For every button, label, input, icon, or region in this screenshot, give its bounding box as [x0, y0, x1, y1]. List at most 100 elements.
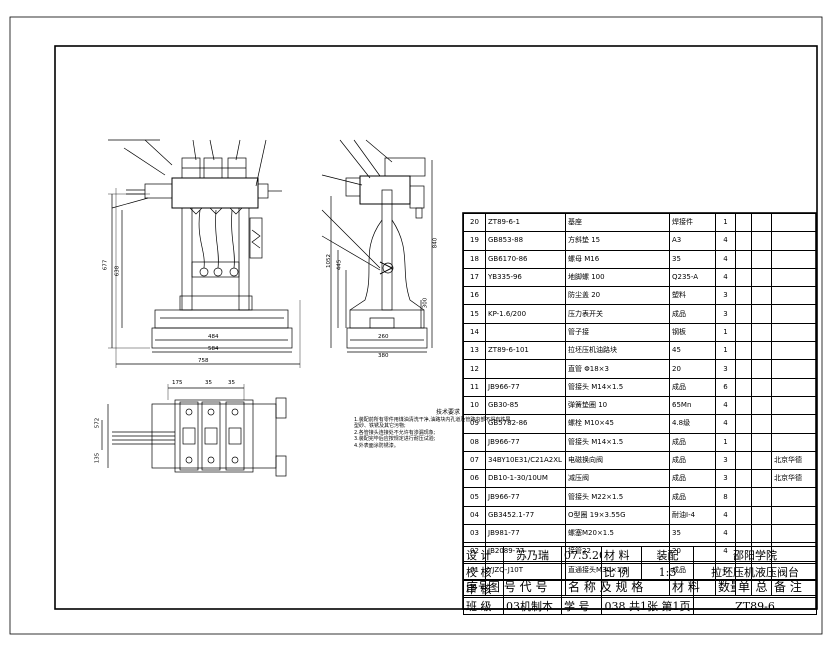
bom-cell-code: GB6170-86	[485, 249, 566, 269]
bom-cell-name: 电磁换向阀	[565, 450, 670, 471]
bom-cell-remark	[771, 377, 817, 397]
bom-cell-material: 成品	[669, 304, 716, 324]
dim-side-height-4: 1052	[326, 254, 332, 268]
dim-front-width-2: 584	[208, 346, 219, 352]
bom-cell-qty: 4	[715, 249, 736, 269]
dim-plan-d1: 175	[172, 380, 183, 386]
bom-cell-material: 35	[669, 524, 716, 544]
scale-value: 1:5	[641, 563, 694, 581]
class-label: 班 级	[463, 597, 504, 615]
drawing-number: ZT89-6	[693, 597, 817, 615]
bom-cell-unit	[735, 267, 752, 288]
bom-cell-qty: 3	[715, 469, 736, 489]
bom-cell-material: 成品	[669, 450, 716, 471]
bom-cell-no: 13	[463, 341, 486, 361]
material-label: 材 料	[601, 546, 642, 564]
front-view	[108, 139, 301, 368]
bom-cell-qty: 4	[715, 414, 736, 434]
bom-cell-qty: 3	[715, 286, 736, 306]
designer-name: 苏乃瑞	[503, 546, 562, 564]
bom-cell-name: 地脚螺 100	[565, 267, 670, 288]
bom-cell-material: 塑料	[669, 286, 716, 306]
bom-cell-unit	[735, 505, 752, 526]
bom-cell-name: 基座	[565, 212, 670, 233]
bom-cell-no: 20	[463, 212, 486, 233]
bom-cell-no: 06	[463, 469, 486, 489]
notes-line: 4.外表面涂防锈漆。	[354, 442, 399, 449]
bom-cell-total	[751, 414, 772, 434]
bom-cell-remark	[771, 304, 817, 324]
bom-cell-total	[751, 231, 772, 251]
bom-cell-name: 方斜垫 15	[565, 231, 670, 251]
bom-cell-total	[751, 304, 772, 324]
bom-cell-unit	[735, 286, 752, 306]
bom-cell-code: GB853-88	[485, 231, 566, 251]
bom-cell-code: JB966-77	[485, 432, 566, 452]
bom-cell-qty: 4	[715, 524, 736, 544]
bom-cell-code: JB966-77	[485, 487, 566, 507]
bom-cell-remark	[771, 212, 817, 233]
bom-cell-total	[751, 212, 772, 233]
student-no: 038	[604, 600, 626, 613]
bom-cell-unit	[735, 524, 752, 544]
dim-plan-d2: 35	[205, 380, 212, 386]
dim-plan-h2: 135	[94, 452, 101, 464]
bom-cell-name: 螺母 M16	[565, 249, 670, 269]
notes-title: 技术要求	[435, 409, 460, 416]
bom-cell-material: 焊接件	[669, 212, 716, 233]
bom-cell-no: 03	[463, 524, 486, 544]
bom-cell-no: 15	[463, 304, 486, 324]
bom-cell-remark	[771, 414, 817, 434]
bom-cell-qty: 4	[715, 505, 736, 526]
bom-cell-unit	[735, 432, 752, 452]
dim-front-height-2: 638	[114, 265, 121, 277]
bom-cell-total	[751, 524, 772, 544]
bom-cell-qty: 1	[715, 341, 736, 361]
bom-cell-no: 04	[463, 505, 486, 526]
bom-cell-name: 弹簧垫圈 10	[565, 395, 670, 416]
bom-cell-name: 管接头 M22×1.5	[565, 487, 670, 507]
dim-front-width-3: 758	[198, 358, 209, 364]
bom-cell-name: 拉坯压机油路块	[565, 341, 670, 361]
bom-cell-total	[751, 450, 772, 471]
bom-cell-code: YB335-96	[485, 267, 566, 288]
institution: 邵阳学院	[693, 546, 817, 564]
bom-cell-unit	[735, 304, 752, 324]
bom-cell-code	[485, 359, 566, 379]
bom-cell-total	[751, 469, 772, 489]
bom-cell-code: ZT89-6-1	[485, 212, 566, 233]
bom-cell-code: ZT89-6-101	[485, 341, 566, 361]
bom-cell-total	[751, 359, 772, 379]
bom-cell-code: 34BY10E31/C21A2XL	[485, 450, 566, 471]
bom-cell-material: A3	[669, 231, 716, 251]
bom-cell-material: Q235-A	[669, 267, 716, 288]
bom-cell-remark: 北京华德	[771, 450, 817, 471]
bom-cell-no: 17	[463, 267, 486, 288]
bom-cell-name: 管接头 M14×1.5	[565, 377, 670, 397]
bom-cell-unit	[735, 450, 752, 471]
scale-label: 比 例	[601, 563, 642, 581]
check-label: 校 核	[463, 563, 504, 581]
bom-cell-qty: 6	[715, 377, 736, 397]
side-view	[321, 139, 433, 353]
bom-cell-qty: 3	[715, 359, 736, 379]
bom-cell-name: 管接头 M14×1.5	[565, 432, 670, 452]
bom-cell-code: DB10-1-30/10UM	[485, 469, 566, 489]
bom-cell-no: 18	[463, 249, 486, 269]
dim-front-height-1: 677	[102, 259, 109, 271]
bom-cell-remark: 北京华德	[771, 469, 817, 489]
bom-cell-no: 07	[463, 450, 486, 471]
bom-cell-material: 钢板	[669, 322, 716, 343]
bom-cell-remark	[771, 505, 817, 526]
bom-cell-unit	[735, 469, 752, 489]
inner-frame	[54, 45, 818, 610]
material-value: 装配	[641, 546, 694, 564]
plan-view	[101, 384, 287, 477]
